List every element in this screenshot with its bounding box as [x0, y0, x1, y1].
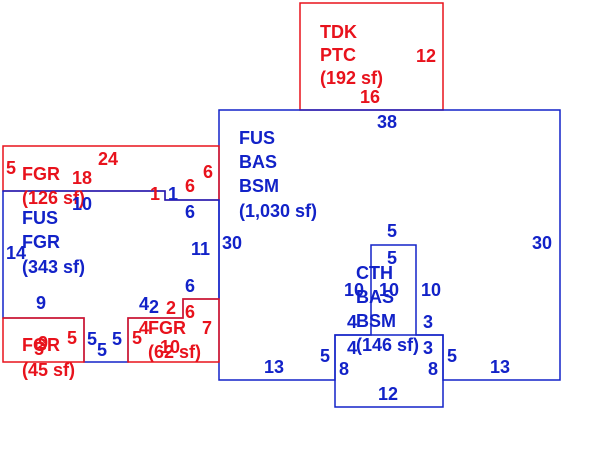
fus-main-dim-notch-left: 5: [320, 346, 330, 366]
fgr-45-dim-inner: 9: [38, 333, 48, 353]
cth-label-line2: BAS: [356, 287, 394, 307]
tdk-dim-right: 12: [416, 46, 436, 66]
tdk-area-size: (192 sf): [320, 68, 383, 88]
fgr-45-label: FGR: [22, 335, 60, 355]
fus-fgr-dim-jog-b: 2: [149, 297, 159, 317]
fus-fgr-label-line2: FGR: [22, 232, 60, 252]
fgr-62-dim-top: 2: [166, 298, 176, 318]
fgr-45-dim-left: 5: [34, 339, 44, 359]
fgr-62-dim-inner: 10: [160, 337, 180, 357]
cth-label-line1: CTH: [356, 263, 393, 283]
fus-main-dim-notch-right: 5: [447, 346, 457, 366]
fus-main-dim-left: 30: [222, 233, 242, 253]
fus-fgr-label-line1: FUS: [22, 208, 58, 228]
fus-main-dim-wall: 11: [191, 239, 210, 259]
cth-dim-side-right: 8: [428, 359, 438, 379]
cth-dim-left: 10: [344, 280, 364, 300]
fgr-62-label: FGR: [148, 318, 186, 338]
fus-main-dim-bottom-right: 13: [490, 357, 510, 377]
cth-dim-bottom: 12: [378, 384, 398, 404]
fus-main-dim-bottom-left: 13: [264, 357, 284, 377]
area-outline-cth-bas-bsm: [334, 244, 444, 408]
cth-label-line3: BSM: [356, 311, 396, 331]
fgr-126-area-size: (126 sf): [22, 188, 85, 208]
fgr-126-dim-jog: 1: [150, 184, 160, 204]
fus-fgr-dim-notch-c: 5: [112, 329, 122, 349]
fgr-62-dim-left: 5: [132, 328, 142, 348]
cth-dim-notch-left-a: 4: [347, 312, 357, 332]
area-outline-fgr-45: [2, 317, 85, 363]
fus-main-dim-jog: 1: [168, 184, 178, 204]
fus-fgr-area-size: (343 sf): [22, 257, 85, 277]
cth-dim-top-b: 5: [387, 248, 397, 268]
fgr-126-dim-left: 5: [6, 158, 16, 178]
cth-area-size: (146 sf): [356, 335, 419, 355]
fgr-62-dim-right: 7: [202, 318, 212, 338]
fgr-45-area-size: (45 sf): [22, 360, 75, 380]
fgr-126-dim-bottom: 18: [72, 168, 92, 188]
fgr-126-dim-top: 24: [98, 149, 118, 169]
cth-dim-right: 10: [421, 280, 441, 300]
fgr-126-dim-right: 6: [203, 162, 213, 182]
tdk-dim-bottom: 16: [360, 87, 380, 107]
fus-main-dim-step-upper: 6: [185, 202, 195, 222]
fus-main-dim-step-lower: 6: [185, 276, 195, 296]
fus-fgr-dim-notch-b: 5: [87, 329, 97, 349]
fgr-126-dim-step: 6: [185, 176, 195, 196]
fgr-62-area-size: (62 sf): [148, 342, 201, 362]
fgr-45-dim-right: 5: [67, 328, 77, 348]
fus-main-area-size: (1,030 sf): [239, 201, 317, 221]
fus-fgr-dim-bottom: 9: [36, 293, 46, 313]
tdk-label-line2: PTC: [320, 45, 356, 65]
fus-main-label-line3: BSM: [239, 176, 279, 196]
cth-dim-notch-right-a: 3: [423, 312, 433, 332]
cth-dim-side-left: 8: [339, 359, 349, 379]
cth-dim-notch-right-b: 3: [423, 338, 433, 358]
fus-main-label-line1: FUS: [239, 128, 275, 148]
fgr-126-label: FGR: [22, 164, 60, 184]
fgr-62-dim-jog: 4: [139, 318, 149, 338]
fus-main-label-line2: BAS: [239, 152, 277, 172]
fus-main-dim-top: 38: [377, 112, 397, 132]
cth-dim-notch-left-b: 4: [347, 338, 357, 358]
cth-dim-top-a: 5: [387, 221, 397, 241]
cth-dim-mid: 10: [379, 280, 399, 300]
fus-main-dim-right: 30: [532, 233, 552, 253]
tdk-label-line1: TDK: [320, 22, 357, 42]
fgr-62-dim-step: 6: [185, 302, 195, 322]
fus-fgr-dim-left: 14: [6, 243, 26, 263]
fus-fgr-dim-notch-a: 5: [97, 340, 107, 360]
fus-fgr-dim-jog-a: 4: [139, 294, 149, 314]
area-outline-fgr-62: [127, 298, 220, 363]
fus-fgr-dim-top: 10: [72, 194, 92, 214]
